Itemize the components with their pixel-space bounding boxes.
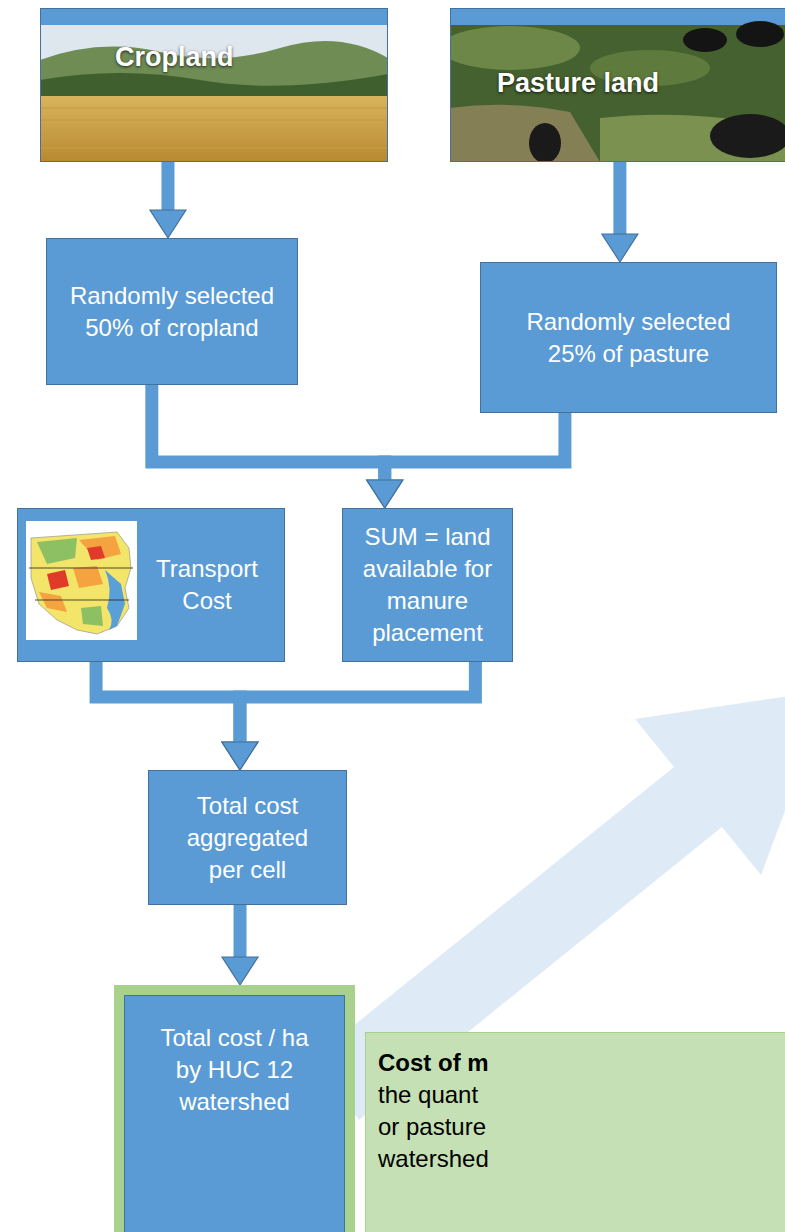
sky (40, 25, 388, 162)
transport-cost-box: Transport Cost (17, 508, 285, 662)
cow (710, 114, 785, 158)
arrow-shaft (96, 662, 240, 744)
photo-band (450, 8, 785, 25)
arrow-head (222, 957, 258, 985)
photo-band (40, 8, 388, 25)
box-label: Total cost aggregated per cell (171, 790, 324, 886)
map-patch (47, 570, 69, 590)
arrow-head (602, 234, 638, 262)
arrow-shaft (613, 162, 626, 236)
map-region (31, 532, 131, 634)
pasture-photo-box: Pasture land (450, 8, 785, 162)
photo-title: Pasture land (497, 67, 659, 99)
map-patch (81, 606, 103, 626)
photo-title: Cropland (115, 41, 234, 73)
note-text: or pasture (378, 1111, 486, 1143)
box-label: Transport Cost (138, 553, 276, 617)
map-patch (39, 592, 67, 612)
photo-frame (41, 9, 388, 162)
arrow-head (367, 480, 403, 508)
note-text: watershed (378, 1143, 489, 1175)
box-label: Randomly selected 50% of cropland (61, 280, 283, 344)
map-patch (37, 538, 77, 564)
map-patch (87, 546, 105, 560)
light-foliage (450, 26, 580, 70)
arrow-head (150, 210, 186, 238)
cow-head (529, 123, 561, 162)
arrow-head (222, 742, 258, 770)
arrow-shaft (240, 662, 475, 744)
flow-arrow (222, 662, 475, 770)
grass-bank (600, 115, 785, 162)
field-texture (40, 108, 388, 148)
result-box: Total cost / ha by HUC 12 watershed (124, 995, 345, 1232)
flow-arrow (152, 385, 403, 508)
process-box: Randomly selected 25% of pasture (480, 262, 777, 413)
transport-cost-map (17, 508, 285, 662)
cow (683, 28, 727, 52)
map-patch (79, 536, 121, 560)
photo-frame (451, 9, 785, 162)
cropland-photo (40, 8, 388, 162)
note-text: the quant (378, 1079, 478, 1111)
map-patch (73, 566, 103, 588)
arrow-shaft (234, 905, 247, 959)
process-box: SUM = land available for manure placemen… (342, 508, 513, 662)
arrow-shaft (161, 162, 174, 212)
map-border (29, 568, 133, 600)
box-label: SUM = land available for manure placemen… (353, 521, 502, 649)
note-heading: Cost of m (378, 1047, 489, 1079)
arrow-head (367, 480, 403, 508)
process-box: Total cost aggregated per cell (148, 770, 347, 905)
box-label: Total cost / ha by HUC 12 watershed (151, 1022, 318, 1118)
flow-arrow (602, 162, 638, 262)
flow-arrow (222, 905, 258, 985)
cow (736, 21, 784, 47)
flow-arrow (367, 413, 565, 508)
cropland-photo-box: Cropland (40, 8, 388, 162)
note-box: Cost of mthe quantor pasturewatershed (365, 1032, 785, 1232)
box-label: Randomly selected 25% of pasture (505, 306, 752, 370)
arrow-shaft (385, 413, 565, 482)
arrow-head (222, 742, 258, 770)
map-ground (26, 521, 137, 640)
wheat-field (40, 96, 388, 162)
stream (450, 105, 600, 162)
flow-arrow (150, 162, 186, 238)
arrow-shaft (152, 385, 385, 482)
process-box: Randomly selected 50% of cropland (46, 238, 298, 385)
